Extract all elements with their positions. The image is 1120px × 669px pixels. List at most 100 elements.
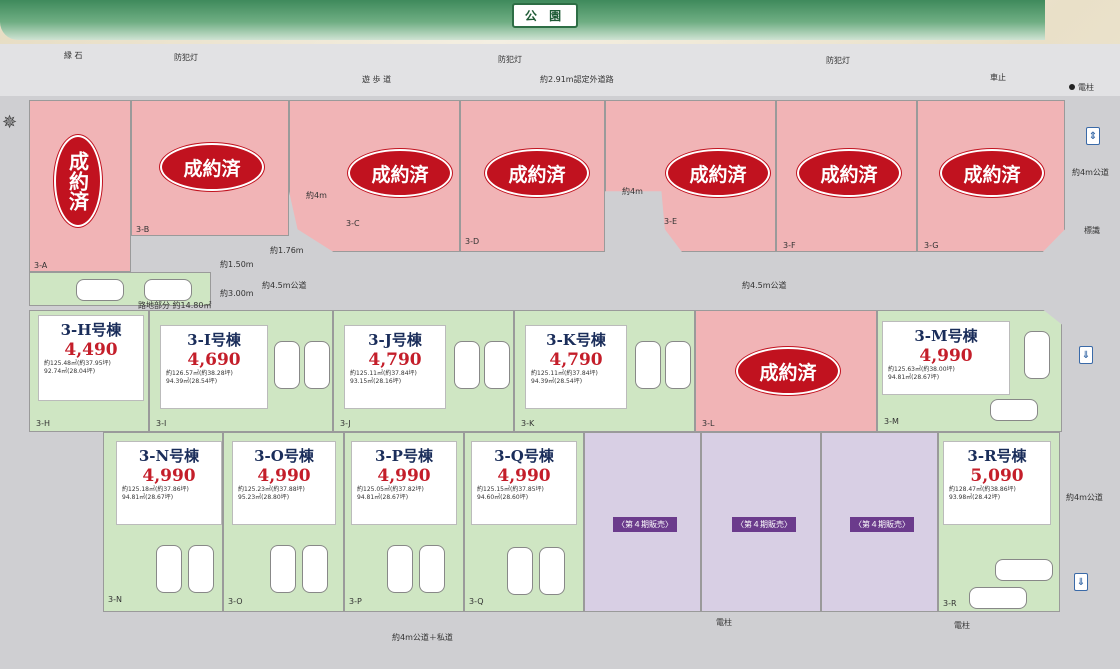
lot-id: 3-Q xyxy=(469,597,484,606)
lot-3-R[interactable]: 3-R号棟 5,090 約128.47㎡(約38.86坪) 93.98㎡(28.… xyxy=(938,432,1060,612)
land-area: 約125.63㎡(約38.00坪) xyxy=(888,366,955,373)
lot-3-H[interactable]: 3-H号棟 4,490 約125.48㎡(約37.95坪) 92.74㎡(28.… xyxy=(29,310,149,432)
lot-3-I[interactable]: 3-I号棟 4,690 約126.57㎡(約38.28坪) 94.39㎡(28.… xyxy=(149,310,333,432)
price-card: 3-P号棟 4,990 約125.05㎡(約37.82坪) 94.81㎡(28.… xyxy=(351,441,457,525)
lot-price: 4,990 xyxy=(919,346,973,366)
lot-price: 4,990 xyxy=(497,466,551,486)
parking-space xyxy=(454,341,480,389)
land-area: 約125.05㎡(約37.82坪) xyxy=(357,486,424,493)
parking-space xyxy=(484,341,510,389)
direction-arrow-icon: ⇕ xyxy=(1086,127,1100,145)
building-area: 94.81㎡(28.67坪) xyxy=(357,493,409,501)
lot-id: 3-G xyxy=(924,241,939,250)
land-area: 約128.47㎡(約38.86坪) xyxy=(949,486,1016,493)
future-sale-label: 〈第４期販売〉 xyxy=(732,517,796,532)
building-area: 94.60㎡(28.60坪) xyxy=(477,493,529,501)
road-width-label: 約4m公道＋私道 xyxy=(392,633,453,642)
lot-name: 3-J号棟 xyxy=(368,331,422,349)
lot-name: 3-O号棟 xyxy=(254,447,314,465)
parking-space xyxy=(270,545,296,593)
lot-3-Q[interactable]: 3-Q号棟 4,990 約125.15㎡(約37.85坪) 94.60㎡(28.… xyxy=(464,432,584,612)
land-area: 約125.15㎡(約37.85坪) xyxy=(477,486,544,493)
lot-id: 3-B xyxy=(136,225,150,234)
lot-3-N[interactable]: 3-N号棟 4,990 約125.18㎡(約37.86坪) 94.81㎡(28.… xyxy=(103,432,223,612)
road-width-label: 約4.5m公道 xyxy=(262,281,307,290)
shared-driveway xyxy=(29,272,211,306)
curb-label: 縁 石 xyxy=(64,51,83,60)
lot-future-2[interactable]: 〈第４期販売〉 xyxy=(701,432,821,612)
parking-space xyxy=(304,341,330,389)
lot-3-P[interactable]: 3-P号棟 4,990 約125.05㎡(約37.82坪) 94.81㎡(28.… xyxy=(344,432,464,612)
land-area: 約125.23㎡(約37.88坪) xyxy=(238,486,305,493)
parking-space xyxy=(144,279,192,301)
future-sale-label: 〈第４期販売〉 xyxy=(850,517,914,532)
parking-space xyxy=(156,545,182,593)
parking-space xyxy=(274,341,300,389)
land-area: 約125.11㎡(約37.84坪) xyxy=(350,370,417,377)
lot-price: 4,690 xyxy=(187,350,241,370)
lot-3-D[interactable]: 成約済 3-D xyxy=(460,100,605,252)
lot-3-G[interactable]: 成約済 3-G xyxy=(917,100,1065,252)
lot-3-B[interactable]: 成約済 3-B xyxy=(131,100,289,236)
car-stop-label: 車止 xyxy=(990,73,1006,82)
parking-space xyxy=(969,587,1027,609)
price-card: 3-H号棟 4,490 約125.48㎡(約37.95坪) 92.74㎡(28.… xyxy=(38,315,144,401)
road-width-label: 約4m公道 xyxy=(1066,493,1103,502)
lot-price: 4,790 xyxy=(549,350,603,370)
parking-space xyxy=(995,559,1053,581)
lot-price: 4,790 xyxy=(368,350,422,370)
land-area: 約125.18㎡(約37.86坪) xyxy=(122,486,189,493)
parking-space xyxy=(76,279,124,301)
lot-name: 3-N号棟 xyxy=(138,447,200,465)
lot-id: 3-A xyxy=(34,261,48,270)
lot-price: 5,090 xyxy=(970,466,1024,486)
lot-3-L[interactable]: 成約済 3-L xyxy=(695,310,877,432)
lot-3-K[interactable]: 3-K号棟 4,790 約125.11㎡(約37.84坪) 94.39㎡(28.… xyxy=(514,310,695,432)
lot-3-A[interactable]: 成約済 3-A xyxy=(29,100,131,272)
lot-price: 4,490 xyxy=(64,340,118,360)
sold-badge: 成約済 xyxy=(54,135,102,227)
parking-space xyxy=(635,341,661,389)
lot-name: 3-M号棟 xyxy=(914,327,978,345)
lot-future-1[interactable]: 〈第４期販売〉 xyxy=(584,432,701,612)
lot-id: 3-K xyxy=(521,419,535,428)
sidewalk xyxy=(0,44,1120,96)
compass-icon: ✵ xyxy=(2,112,18,133)
sold-badge: 成約済 xyxy=(666,149,770,197)
road-width-label: 約4m xyxy=(306,191,327,200)
road-label: 約2.91m認定外道路 xyxy=(540,75,614,84)
lot-id: 3-R xyxy=(943,599,957,608)
sold-badge: 成約済 xyxy=(485,149,589,197)
lot-3-F[interactable]: 成約済 3-F xyxy=(776,100,917,252)
future-sale-label: 〈第４期販売〉 xyxy=(613,517,677,532)
pole-label: 電柱 xyxy=(716,618,732,627)
parking-space xyxy=(387,545,413,593)
direction-arrow-icon: ⇓ xyxy=(1079,346,1093,364)
lot-id: 3-D xyxy=(465,237,480,246)
building-area: 93.15㎡(28.16坪) xyxy=(350,377,402,385)
lot-id: 3-I xyxy=(156,419,167,428)
parking-space xyxy=(188,545,214,593)
price-card: 3-M号棟 4,990 約125.63㎡(約38.00坪) 94.81㎡(28.… xyxy=(882,321,1010,395)
lot-3-M[interactable]: 3-M号棟 4,990 約125.63㎡(約38.00坪) 94.81㎡(28.… xyxy=(877,310,1062,432)
lot-id: 3-E xyxy=(664,217,678,226)
lot-id: 3-P xyxy=(349,597,362,606)
lot-name: 3-P号棟 xyxy=(375,447,433,465)
sold-badge: 成約済 xyxy=(348,149,452,197)
parking-space xyxy=(1024,331,1050,379)
road-width-label: 約3.00m xyxy=(220,289,254,298)
lot-3-J[interactable]: 3-J号棟 4,790 約125.11㎡(約37.84坪) 93.15㎡(28.… xyxy=(333,310,514,432)
lot-future-3[interactable]: 〈第４期販売〉 xyxy=(821,432,938,612)
road-width-label: 約4m公道 xyxy=(1072,168,1109,177)
land-area: 約125.48㎡(約37.95坪) xyxy=(44,360,111,367)
sold-badge: 成約済 xyxy=(736,347,840,395)
price-card: 3-K号棟 4,790 約125.11㎡(約37.84坪) 94.39㎡(28.… xyxy=(525,325,627,409)
lot-id: 3-L xyxy=(702,419,715,428)
price-card: 3-R号棟 5,090 約128.47㎡(約38.86坪) 93.98㎡(28.… xyxy=(943,441,1051,525)
lot-3-C[interactable]: 成約済 3-C xyxy=(289,100,460,252)
park-label: 公 園 xyxy=(512,3,578,28)
lot-id: 3-C xyxy=(346,219,360,228)
road-width-label: 約1.50m xyxy=(220,260,254,269)
lot-price: 4,990 xyxy=(142,466,196,486)
lot-3-O[interactable]: 3-O号棟 4,990 約125.23㎡(約37.88坪) 95.23㎡(28.… xyxy=(223,432,344,612)
